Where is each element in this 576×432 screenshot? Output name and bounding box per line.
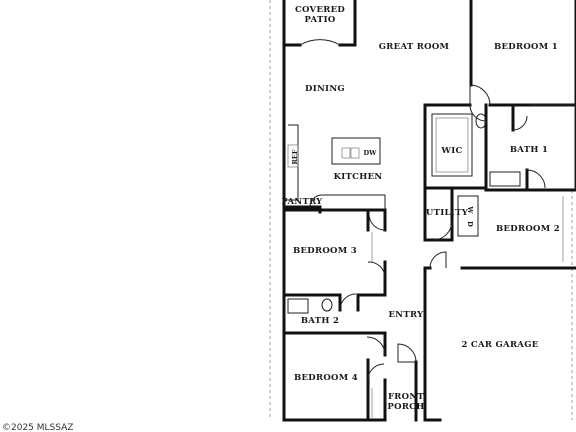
pantry-label: PANTRY [281, 197, 323, 207]
bedroom-1-label: BEDROOM 1 [494, 42, 558, 52]
bath-1-label: BATH 1 [510, 145, 548, 155]
ref-label: REF [291, 149, 299, 164]
bedroom-3-label: BEDROOM 3 [293, 246, 357, 256]
dining-label: DINING [305, 84, 345, 94]
watermark: ©2025 MLSSAZ [2, 423, 73, 432]
walls [282, 0, 576, 422]
fixtures [287, 104, 576, 418]
covered-patio-label-1: COVERED [295, 5, 345, 15]
bath-2-label: BATH 2 [301, 316, 339, 326]
washer-label: W [466, 205, 474, 214]
bedroom-4-label: BEDROOM 4 [294, 373, 358, 383]
garage-label: 2 CAR GARAGE [461, 340, 538, 350]
wic-label: WIC [440, 146, 462, 156]
room-labels: COVERED PATIO GREAT ROOM BEDROOM 1 DININ… [281, 5, 560, 412]
dw-label: DW [364, 149, 378, 157]
kitchen-label: KITCHEN [334, 172, 383, 182]
dryer-label: D [466, 221, 474, 227]
front-porch-label-1: FRONT [388, 392, 424, 402]
bedroom-2-label: BEDROOM 2 [496, 224, 560, 234]
utility-label: UTILITY [426, 208, 469, 218]
covered-patio-label-2: PATIO [304, 15, 335, 25]
front-porch-label-2: PORCH [387, 402, 424, 412]
door-swings [299, 39, 546, 381]
patio-dashed-outline [269, 0, 573, 420]
great-room-label: GREAT ROOM [379, 42, 450, 52]
entry-label: ENTRY [389, 310, 425, 320]
